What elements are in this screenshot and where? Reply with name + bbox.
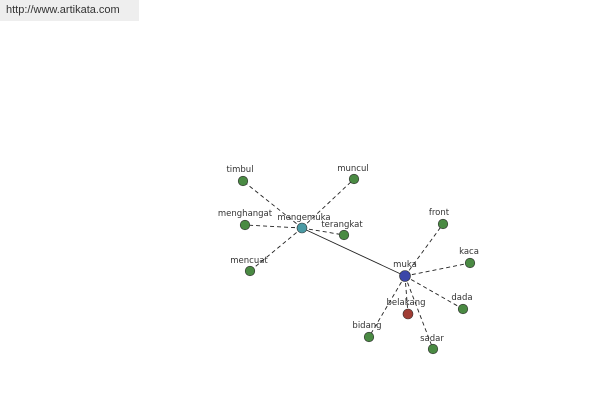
node-dada[interactable] (457, 303, 469, 315)
edge-mengemuka-menghangat (244, 224, 303, 229)
node-sadar[interactable] (427, 343, 439, 355)
node-label-menghangat[interactable]: menghangat (218, 209, 273, 219)
edge-muka-sadar (404, 275, 434, 350)
node-label-terangkat[interactable]: terangkat (321, 220, 363, 230)
node-label-belakang[interactable]: belakang (387, 298, 426, 308)
node-label-muka[interactable]: muka (393, 260, 417, 270)
url-label[interactable]: http://www.artikata.com (0, 0, 139, 21)
node-terangkat[interactable] (338, 229, 350, 241)
node-mengemuka[interactable] (296, 222, 308, 234)
edges-layer (242, 178, 471, 350)
edge-muka-front (404, 223, 444, 277)
nodes-layer (237, 173, 476, 355)
node-bidang[interactable] (363, 331, 375, 343)
edge-mengemuka-terangkat (301, 227, 345, 236)
node-label-sadar[interactable]: sadar (420, 334, 444, 344)
edge-muka-bidang (368, 275, 406, 338)
labels-layer: muka mengemuka belakang timbul muncul menghan… (218, 164, 479, 344)
edge-mengemuka-mencuat (249, 227, 303, 272)
node-muka[interactable] (399, 270, 411, 282)
node-label-front[interactable]: front (429, 208, 450, 218)
edge-mengemuka-muka (301, 227, 406, 277)
node-label-dada[interactable]: dada (451, 293, 472, 303)
node-belakang[interactable] (402, 308, 414, 320)
node-kaca[interactable] (464, 257, 476, 269)
node-mencuat[interactable] (244, 265, 256, 277)
node-muncul[interactable] (348, 173, 360, 185)
node-label-muncul[interactable]: muncul (337, 164, 368, 174)
node-label-mencuat[interactable]: mencuat (230, 256, 268, 266)
edge-mengemuka-timbul (242, 180, 303, 229)
node-label-bidang[interactable]: bidang (352, 321, 381, 331)
edge-mengemuka-muncul (301, 178, 355, 229)
node-label-timbul[interactable]: timbul (226, 165, 253, 175)
node-label-mengemuka[interactable]: mengemuka (277, 213, 330, 223)
node-timbul[interactable] (237, 175, 249, 187)
node-label-kaca[interactable]: kaca (459, 247, 479, 257)
node-menghangat[interactable] (239, 219, 251, 231)
node-front[interactable] (437, 218, 449, 230)
edge-muka-belakang (404, 275, 409, 315)
